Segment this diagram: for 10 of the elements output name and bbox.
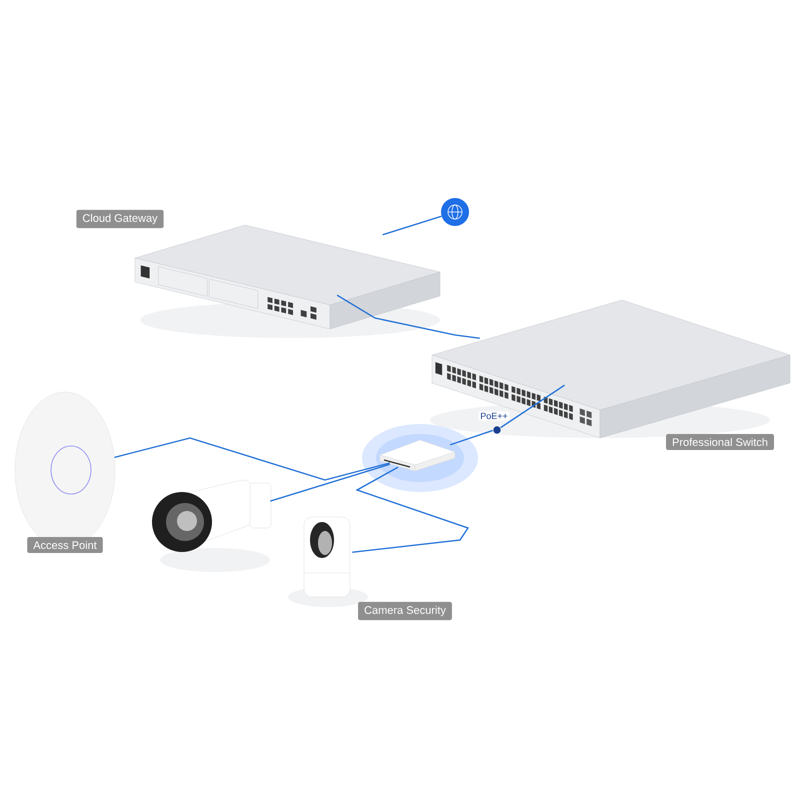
cable-line [114,437,390,481]
cable-line [352,466,470,553]
device-label: Professional Switch [666,434,774,450]
globe-icon [441,198,469,226]
device-label: Access Point [27,536,103,554]
device-label: Camera Security [358,602,452,620]
device-label: Cloud Gateway [76,210,164,228]
cable-line [270,464,390,502]
camera-drawing [152,480,272,572]
mini-switch-drawing [362,424,478,492]
